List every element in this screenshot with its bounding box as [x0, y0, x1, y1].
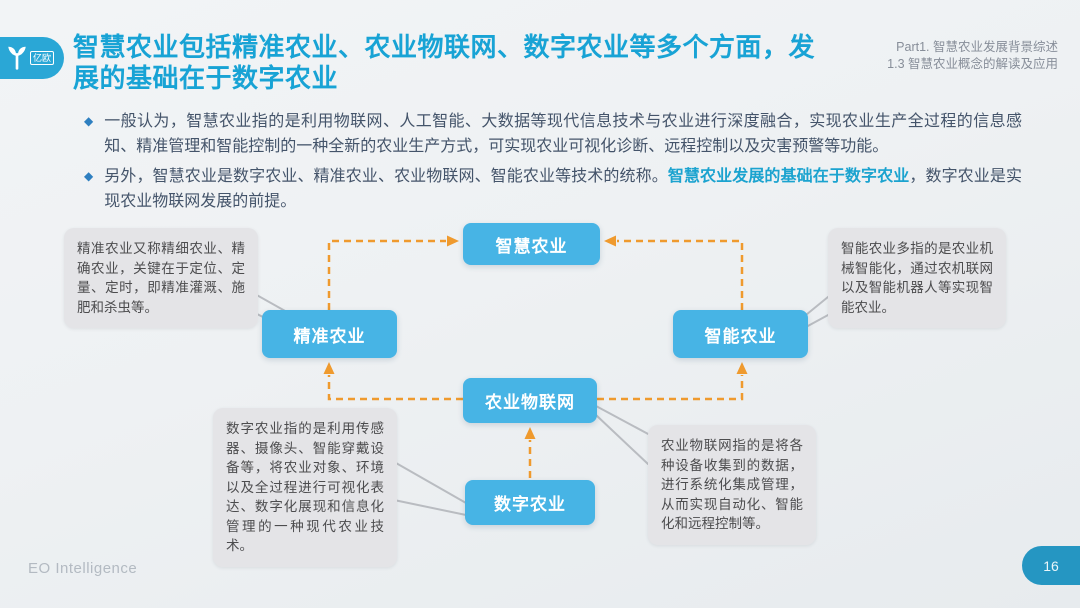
leader-line: [393, 499, 467, 516]
bullet-item: ◆ 一般认为，智慧农业指的是利用物联网、人工智能、大数据等现代信息技术与农业进行…: [84, 109, 1022, 159]
arrowhead-up-icon: [524, 427, 536, 439]
bullet-text-highlight: 智慧农业发展的基础在于数字农业: [667, 168, 910, 185]
bullet-text-before: 另外，智慧农业是数字农业、精准农业、农业物联网、智能农业等技术的统称。: [104, 168, 668, 185]
leader-line: [395, 462, 467, 504]
arrowhead-up-icon: [323, 362, 335, 374]
section-label: Part1. 智慧农业发展背景综述 1.3 智慧农业概念的解读及应用: [887, 39, 1058, 73]
node-smart-agriculture: 智慧农业: [463, 223, 600, 265]
arrow-precision-to-smart: [327, 239, 446, 310]
leader-line: [595, 405, 651, 436]
diamond-bullet-icon: ◆: [84, 169, 94, 183]
bullet-item: ◆ 另外，智慧农业是数字农业、精准农业、农业物联网、智能农业等技术的统称。智慧农…: [84, 164, 1022, 214]
arrow-iot-to-precision: [327, 375, 463, 401]
section-label-line2: 1.3 智慧农业概念的解读及应用: [887, 57, 1058, 71]
eo-sprout-icon: [8, 46, 26, 70]
footer-brand: EO Intelligence: [28, 560, 138, 577]
bullet-text: 一般认为，智慧农业指的是利用物联网、人工智能、大数据等现代信息技术与农业进行深度…: [104, 109, 1022, 159]
section-label-line1: Part1. 智慧农业发展背景综述: [896, 40, 1058, 54]
bullet-text-after: ，数字农业是实现农业物联网发展的前提。: [104, 168, 1022, 210]
diamond-bullet-icon: ◆: [84, 114, 94, 128]
bullet-text: 另外，智慧农业是数字农业、精准农业、农业物联网、智能农业等技术的统称。智慧农业发…: [104, 164, 1022, 214]
arrowhead-left-icon: [604, 235, 616, 247]
bullet-list: ◆ 一般认为，智慧农业指的是利用物联网、人工智能、大数据等现代信息技术与农业进行…: [84, 109, 1022, 219]
callout-intelligent-agriculture: 智能农业多指的是农业机械智能化，通过农机联网以及智能机器人等实现智能农业。: [828, 228, 1006, 328]
page-title: 智慧农业包括精准农业、农业物联网、数字农业等多个方面，发 展的基础在于数字农业: [73, 32, 863, 94]
callout-agriculture-iot: 农业物联网指的是将各种设备收集到的数据，进行系统化集成管理，从而实现自动化、智能…: [648, 425, 816, 545]
page-title-line2: 展的基础在于数字农业: [73, 63, 339, 93]
eo-brand-label: 亿欧: [30, 51, 55, 65]
callout-precision-agriculture: 精准农业又称精细农业、精确农业，关键在于定位、定量、定时，即精准灌溉、施肥和杀虫…: [64, 228, 258, 328]
arrowhead-right-icon: [447, 235, 459, 247]
node-precision-agriculture: 精准农业: [262, 310, 397, 358]
node-digital-agriculture: 数字农业: [465, 480, 595, 525]
arrowhead-up-icon: [736, 362, 748, 374]
callout-digital-agriculture: 数字农业指的是利用传感器、摄像头、智能穿戴设备等，将农业对象、环境以及全过程进行…: [213, 408, 397, 567]
page-title-line1: 智慧农业包括精准农业、农业物联网、数字农业等多个方面，发: [73, 32, 816, 62]
page-number-badge: 16: [1022, 546, 1080, 585]
arrow-iot-to-intelligent: [597, 375, 744, 401]
bullet-text-before: 一般认为，智慧农业指的是利用物联网、人工智能、大数据等现代信息技术与农业进行深度…: [104, 113, 1022, 155]
arrow-intelligent-to-smart: [617, 239, 744, 310]
eo-logo: 亿欧: [0, 37, 64, 79]
leader-line: [595, 414, 649, 465]
node-agriculture-iot: 农业物联网: [463, 378, 597, 423]
node-intelligent-agriculture: 智能农业: [673, 310, 808, 358]
